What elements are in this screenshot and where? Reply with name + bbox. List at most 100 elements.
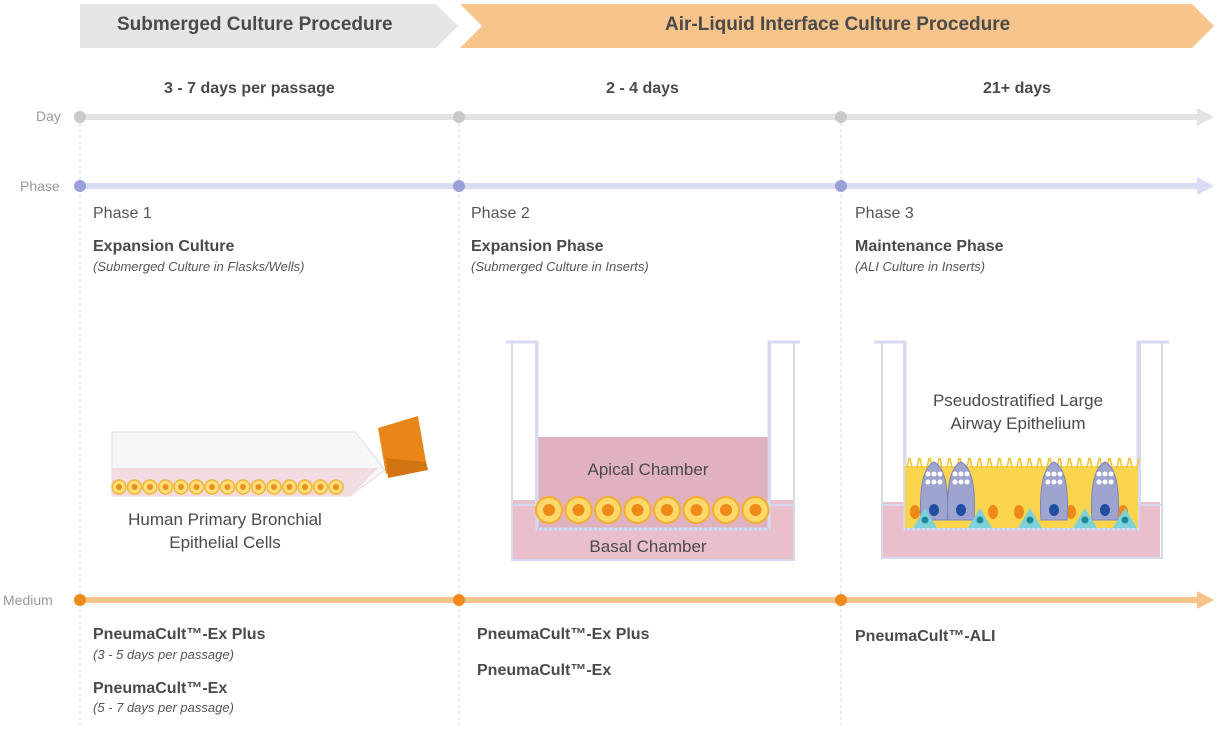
phase-1-subtitle: (Submerged Culture in Flasks/Wells) [93,259,305,274]
cilia [996,457,1000,469]
cilia [1036,457,1040,469]
cilia [1086,457,1090,469]
medium-2-note: (5 - 7 days per passage) [93,700,234,715]
mucus-granule [931,471,937,477]
phase-3-number: Phase 3 [855,205,914,222]
basal-nucleus [976,516,984,524]
mucus-granule [925,471,931,477]
cilia [1079,457,1083,469]
mucus-granule [958,479,964,485]
apical-chamber-label: Apical Chamber [587,460,709,479]
submerged-insert-illustration [506,340,800,561]
goblet-nucleus [956,504,966,516]
phase-timeline [74,177,1214,195]
cilia [1016,457,1020,469]
cell-nucleus [1066,505,1076,519]
medium-4-name: PneumaCult™-Ex [477,662,612,679]
duration-1: 3 - 7 days per passage [164,80,335,97]
mucus-granule [925,479,931,485]
basal-nucleus [921,516,929,524]
insert-cell [741,496,770,524]
flask-cell [235,479,251,495]
flask-caption-line-2: Epithelial Cells [169,533,281,552]
medium-timeline [74,591,1214,609]
epithelium-caption-line-2: Airway Epithelium [950,414,1086,433]
flask-cell [312,479,329,495]
cilia [916,457,920,469]
basal-nucleus [1081,516,1089,524]
cilia [1129,457,1133,469]
cilia [976,457,980,469]
phase-1-number: Phase 1 [93,205,152,222]
basal-nucleus [1121,516,1129,524]
day-timeline [74,108,1214,126]
cilia [1029,457,1033,469]
submerged-banner [80,4,458,48]
cilia [979,457,983,469]
cilia [939,457,943,469]
medium-3-name: PneumaCult™-Ex Plus [477,626,650,643]
insert-cell [682,496,711,524]
mucus-granule [1102,479,1108,485]
medium-1-note: (3 - 5 days per passage) [93,647,234,662]
flask-cell [157,479,174,495]
cilia [906,457,910,469]
cell-nucleus [988,505,998,519]
flask-cell [219,479,236,495]
insert-cell [623,496,652,524]
cell-nucleus [910,505,920,519]
cilia [1126,457,1130,469]
insert-cell [712,496,740,524]
row-label-medium: Medium [3,592,53,608]
flask-cell [297,479,313,495]
flask-cell [328,479,344,495]
mucus-granule [964,479,970,485]
cilia [1019,457,1023,469]
cilia [1059,457,1063,469]
mucus-granule [952,479,958,485]
cilia [949,457,953,469]
goblet-cell [1040,461,1068,521]
mucus-granule [964,471,970,477]
cilia [1119,457,1123,469]
cilia [1096,457,1100,469]
phase-1-name: Expansion Culture [93,238,235,255]
phase-2-number: Phase 2 [471,205,530,222]
mucus-granule [937,479,943,485]
mucus-granule [937,471,943,477]
goblet-cell [947,461,975,521]
cilia [1109,457,1113,469]
phase-3-name: Maintenance Phase [855,238,1004,255]
cilia [1136,457,1140,469]
insert-cell [594,496,622,524]
mucus-granule [1057,479,1063,485]
mucus-granule [1045,471,1051,477]
ali-banner-label: Air-Liquid Interface Culture Procedure [665,14,1011,35]
flask-cell [188,479,205,495]
flask-caption: Human Primary Bronchial Epithelial Cells [100,508,350,554]
basal-nucleus [1026,516,1034,524]
cilia [1009,457,1013,469]
mucus-granule [1108,479,1114,485]
mucus-granule [1051,479,1057,485]
row-label-day: Day [36,108,61,124]
cilia [1076,457,1080,469]
flask-cell [204,479,220,495]
cilia [919,457,923,469]
ali-banner [460,4,1214,48]
cilia [909,457,913,469]
medium-2-name: PneumaCult™-Ex [93,680,228,697]
phase-2-subtitle: (Submerged Culture in Inserts) [471,259,649,274]
ali-insert-illustration [874,340,1169,559]
mucus-granule [1096,479,1102,485]
insert-cell [535,496,563,524]
insert-cell [564,496,593,524]
cilia [989,457,993,469]
flask-caption-line-1: Human Primary Bronchial [128,510,322,529]
mucus-granule [1102,471,1108,477]
mucus-granule [1108,471,1114,477]
flask-cell [281,479,298,495]
epithelium-caption: Pseudostratified Large Airway Epithelium [905,389,1131,435]
insert-cell [653,496,681,524]
